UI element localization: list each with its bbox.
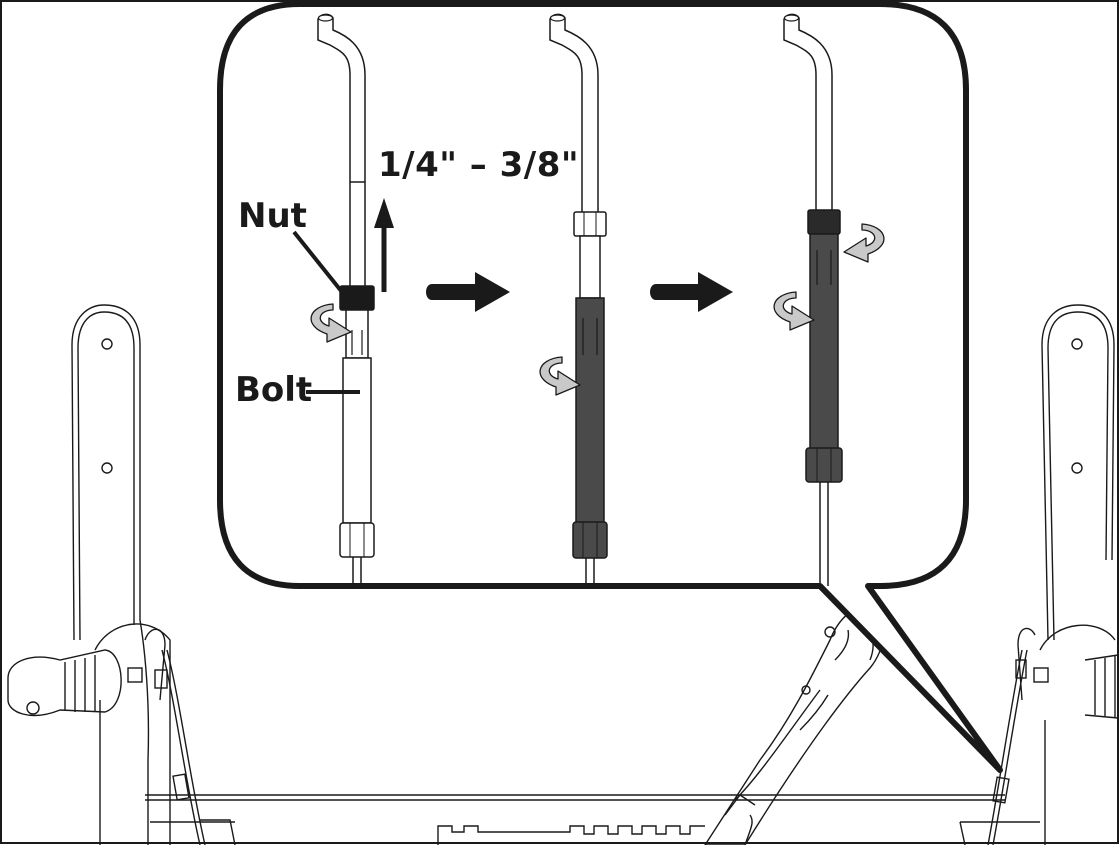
left-handle-assembly: [7, 304, 236, 846]
nut-leader-line: [292, 230, 344, 294]
step-2-sleeve: [575, 297, 605, 524]
step-3-cable: [783, 13, 843, 586]
machine-background: [7, 304, 1119, 846]
step-3-sleeve: [809, 233, 839, 450]
step-1-nut: [339, 285, 375, 311]
right-arrow-icon: [426, 272, 510, 312]
measurement-label: 1/4" – 3/8": [378, 145, 580, 185]
right-arrow-icon: [650, 272, 733, 312]
step-2-cable: [549, 13, 608, 586]
bolt-label: Bolt: [235, 370, 313, 410]
up-arrow-icon: [374, 198, 394, 292]
center-control-lever: [703, 606, 885, 846]
right-handle-assembly: [959, 304, 1119, 846]
nut-label: Nut: [238, 196, 307, 236]
step-1-cable: [317, 13, 375, 586]
machine-bottom-frame: [145, 794, 1040, 845]
callout-bubble: [217, 1, 1003, 773]
